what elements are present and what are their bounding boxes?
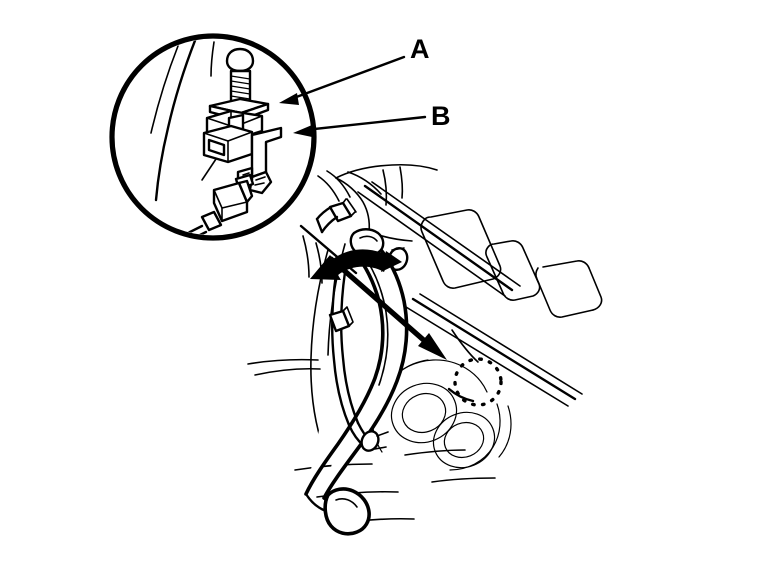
callout-b-label: B [431,101,451,131]
console-trim-panels [420,209,603,318]
scene-annotations [299,224,503,407]
callout-a: A [279,34,430,105]
callout-a-arrowhead [279,93,299,105]
pedal-upper-ear [349,228,385,257]
pedal-stop-bracket [328,306,354,333]
curved-motion-arrow-head [381,251,402,272]
pedal-bracket [315,198,357,234]
vehicle-interior-scene [247,163,603,536]
kick-panel [247,235,323,376]
callout-b-leader [303,115,427,132]
steering-column-shroud [317,170,351,202]
pushrod-clevis [360,430,389,452]
brake-pedal-pad [323,487,371,536]
dash-trim-rail [357,181,521,297]
switch-bracket [202,109,264,164]
lower-dash-rail [405,293,583,407]
detail-circle [109,33,317,241]
dashboard-lower-panel [335,163,438,242]
detail-circle-group [109,33,317,241]
callout-b: B [293,101,451,137]
callout-a-label: A [410,34,430,64]
direction-arrow [328,256,447,360]
callout-a-leader [289,55,406,101]
callout-b-arrowhead [293,125,312,137]
pedal-position-switch [212,173,255,223]
dashed-reference-circle [453,357,503,407]
